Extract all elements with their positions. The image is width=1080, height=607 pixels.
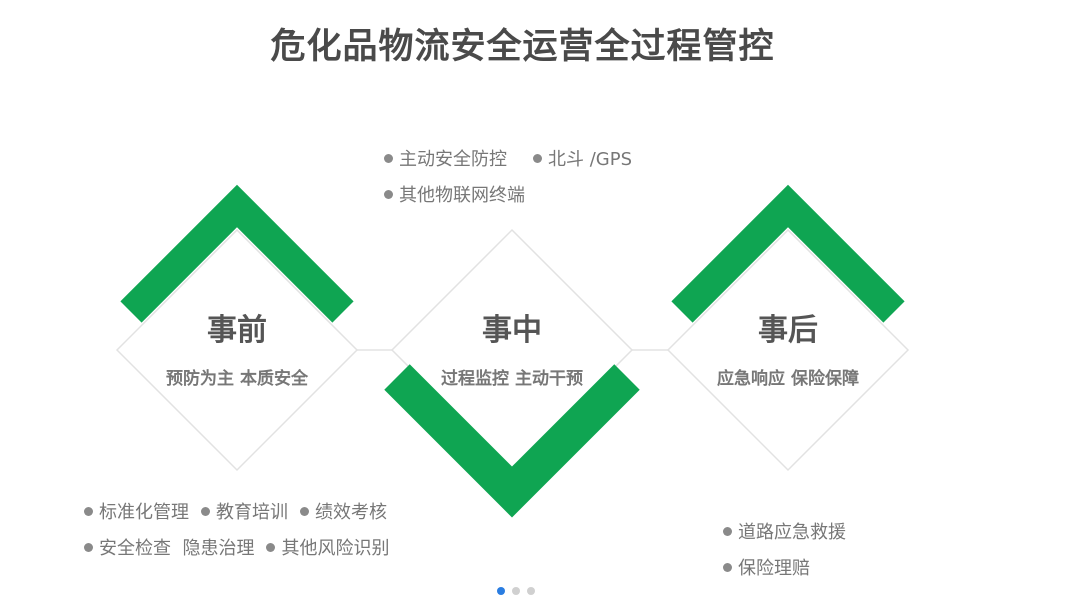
bullet-dot-icon: [266, 542, 276, 552]
diamond-before: [115, 228, 359, 472]
bullet-dot-icon: [300, 506, 309, 516]
bullet-row: 安全检查 隐患治理 其他风险识别: [84, 534, 401, 560]
stage-title-after: 事后: [758, 313, 818, 348]
carousel-pager: [497, 587, 535, 595]
bullet-item: 北斗 /GPS: [533, 145, 632, 171]
bullets-during: 主动安全防控 北斗 /GPS 其他物联网终端: [384, 145, 644, 217]
bullet-item: 道路应急救援: [723, 518, 846, 544]
bullet-row: 道路应急救援: [723, 518, 858, 544]
chevron-during: [384, 364, 640, 518]
bullet-item: 教育培训: [201, 498, 288, 524]
bullet-row: 保险理赔: [723, 554, 858, 580]
bullet-dot-icon: [84, 542, 93, 552]
bullet-item: 其他物联网终端: [384, 181, 525, 207]
chevron-before: [120, 184, 354, 323]
bullet-row: 标准化管理 教育培训 绩效考核: [84, 498, 401, 524]
bullet-dot-icon: [384, 153, 393, 163]
chevron-after: [671, 184, 905, 323]
bullet-dot-icon: [384, 189, 393, 199]
pager-dot-3[interactable]: [527, 587, 535, 595]
bullet-dot-icon: [84, 506, 93, 516]
bullet-dot-icon: [533, 153, 542, 163]
stage-subtitle-during: 过程监控 主动干预: [441, 369, 583, 389]
bullet-item: 安全检查 隐患治理: [84, 534, 254, 560]
pager-dot-2[interactable]: [512, 587, 520, 595]
bullet-dot-icon: [723, 562, 732, 572]
stage-subtitle-before: 预防为主 本质安全: [166, 369, 308, 389]
bullet-item: 绩效考核: [300, 498, 387, 524]
stage-subtitle-after: 应急响应 保险保障: [717, 369, 859, 389]
diamond-during: [390, 228, 634, 472]
bullet-item: 保险理赔: [723, 554, 810, 580]
bullet-item: 主动安全防控: [384, 145, 507, 171]
bullet-dot-icon: [723, 526, 732, 536]
bullets-before: 标准化管理 教育培训 绩效考核 安全检查 隐患治理 其他风险识别: [84, 498, 401, 570]
bullet-dot-icon: [201, 506, 210, 516]
bullet-row: 主动安全防控 北斗 /GPS: [384, 145, 644, 171]
bullet-item: 标准化管理: [84, 498, 189, 524]
bullet-row: 其他物联网终端: [384, 181, 644, 207]
bullet-item: 其他风险识别: [266, 534, 389, 560]
page-title: 危化品物流安全运营全过程管控: [270, 27, 775, 67]
stage-title-during: 事中: [482, 313, 542, 348]
stage-title-before: 事前: [207, 313, 267, 348]
diamond-after: [666, 228, 910, 472]
pager-dot-1[interactable]: [497, 587, 505, 595]
bullets-after: 道路应急救援 保险理赔: [723, 518, 858, 590]
